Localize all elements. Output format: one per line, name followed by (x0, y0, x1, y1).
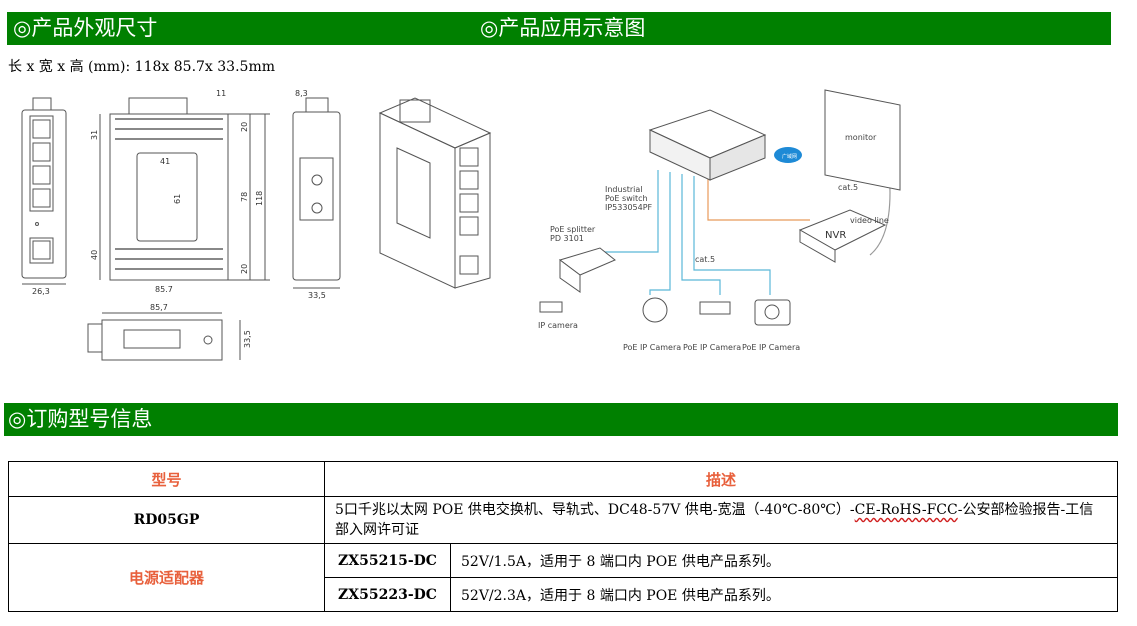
dim-118-label: 118 (255, 191, 264, 206)
section-banner-ordering: ◎订购型号信息 (4, 403, 1118, 436)
dim-11-label: 11 (216, 89, 226, 98)
model-cell: ZX55215-DC (324, 543, 451, 578)
camera-label-3: PoE IP Camera (742, 343, 800, 352)
front-width-label: 26,3 (32, 287, 50, 296)
dim-40-label: 40 (90, 250, 99, 260)
model-cell: RD05GP (8, 496, 325, 544)
category-cell: 电源适配器 (8, 543, 325, 612)
dim-31-label: 31 (90, 130, 99, 140)
description-cell: 5口千兆以太网 POE 供电交换机、导轨式、DC48-57V 供电-宽温（-40… (324, 496, 1118, 544)
bottom-height-label: 33,5 (243, 330, 252, 348)
switch-label-1: Industrial (605, 185, 643, 194)
splitter-label-1: PoE splitter (550, 225, 596, 234)
model-cell: ZX55223-DC (324, 577, 451, 612)
ordering-title: ◎订购型号信息 (8, 407, 153, 431)
table-row: ZX55223-DC 52V/2.3A，适用于 8 端口内 POE 供电产品系列… (9, 577, 1118, 612)
description-cell: 52V/1.5A，适用于 8 端口内 POE 供电产品系列。 (450, 543, 1118, 578)
description-text-tail: -公安部检验报告-工信部入网许可证 (335, 502, 1094, 538)
dimensions-title: ◎产品外观尺寸 (13, 16, 158, 40)
bottom-width-label: 85,7 (150, 303, 168, 312)
dimension-drawings: 26,3 85.7 41 61 31 40 20 78 20 118 11 8,… (0, 88, 510, 368)
cloud-label: 广域网 (782, 153, 797, 160)
header-description: 描述 (324, 461, 1118, 497)
order-table: 型号 描述 RD05GP 5口千兆以太网 POE 供电交换机、导轨式、DC48-… (8, 461, 1118, 612)
table-row: RD05GP 5口千兆以太网 POE 供电交换机、导轨式、DC48-57V 供电… (8, 496, 1118, 544)
dim-20b-label: 20 (240, 264, 249, 274)
dim-8-label: 8,3 (295, 89, 308, 98)
description-text: 5口千兆以太网 POE 供电交换机、导轨式、DC48-57V 供电-宽温（-40… (335, 502, 855, 518)
nvr-label: NVR (825, 230, 846, 241)
camera-label-1: PoE IP Camera (623, 343, 681, 352)
video-line-label: video line (850, 216, 889, 225)
isometric-view-drawing (378, 97, 492, 289)
cable-label-2: cat.5 (838, 183, 858, 192)
top-width-label: 85.7 (155, 285, 173, 294)
side-view-drawing (292, 97, 341, 289)
cert-text: CE-RoHS-FCC (854, 502, 958, 518)
top-view-drawing (99, 97, 270, 281)
application-title: ◎产品应用示意图 (480, 16, 646, 40)
table-header-row: 型号 描述 (8, 461, 1118, 497)
application-diagram: 广域网 Industrial PoE switch IP533054PF PoE… (520, 80, 920, 360)
camera-label-2: PoE IP Camera (683, 343, 741, 352)
section-banner-dimensions: ◎产品外观尺寸 ◎产品应用示意图 (7, 12, 1111, 45)
splitter-label-2: PD 3101 (550, 234, 584, 243)
switch-label-2: PoE switch (605, 194, 648, 203)
header-model: 型号 (8, 461, 325, 497)
front-view-drawing (21, 97, 67, 285)
monitor-label: monitor (845, 133, 877, 142)
side-width-label: 33,5 (308, 291, 326, 300)
cable-label-1: cat.5 (695, 255, 715, 264)
bottom-view-drawing (87, 312, 241, 361)
inner-height-label: 61 (173, 194, 182, 204)
ip-camera-label: IP camera (538, 321, 578, 330)
dim-78-label: 78 (240, 192, 249, 202)
table-row: 电源适配器 ZX55215-DC 52V/1.5A，适用于 8 端口内 POE … (8, 543, 1118, 612)
description-cell: 52V/2.3A，适用于 8 端口内 POE 供电产品系列。 (450, 577, 1118, 612)
dim-20a-label: 20 (240, 122, 249, 132)
dimensions-summary: 长 x 宽 x 高 (mm): 118x 85.7x 33.5mm (8, 59, 275, 75)
inner-width-label: 41 (160, 157, 170, 166)
switch-label-3: IP533054PF (605, 203, 653, 212)
